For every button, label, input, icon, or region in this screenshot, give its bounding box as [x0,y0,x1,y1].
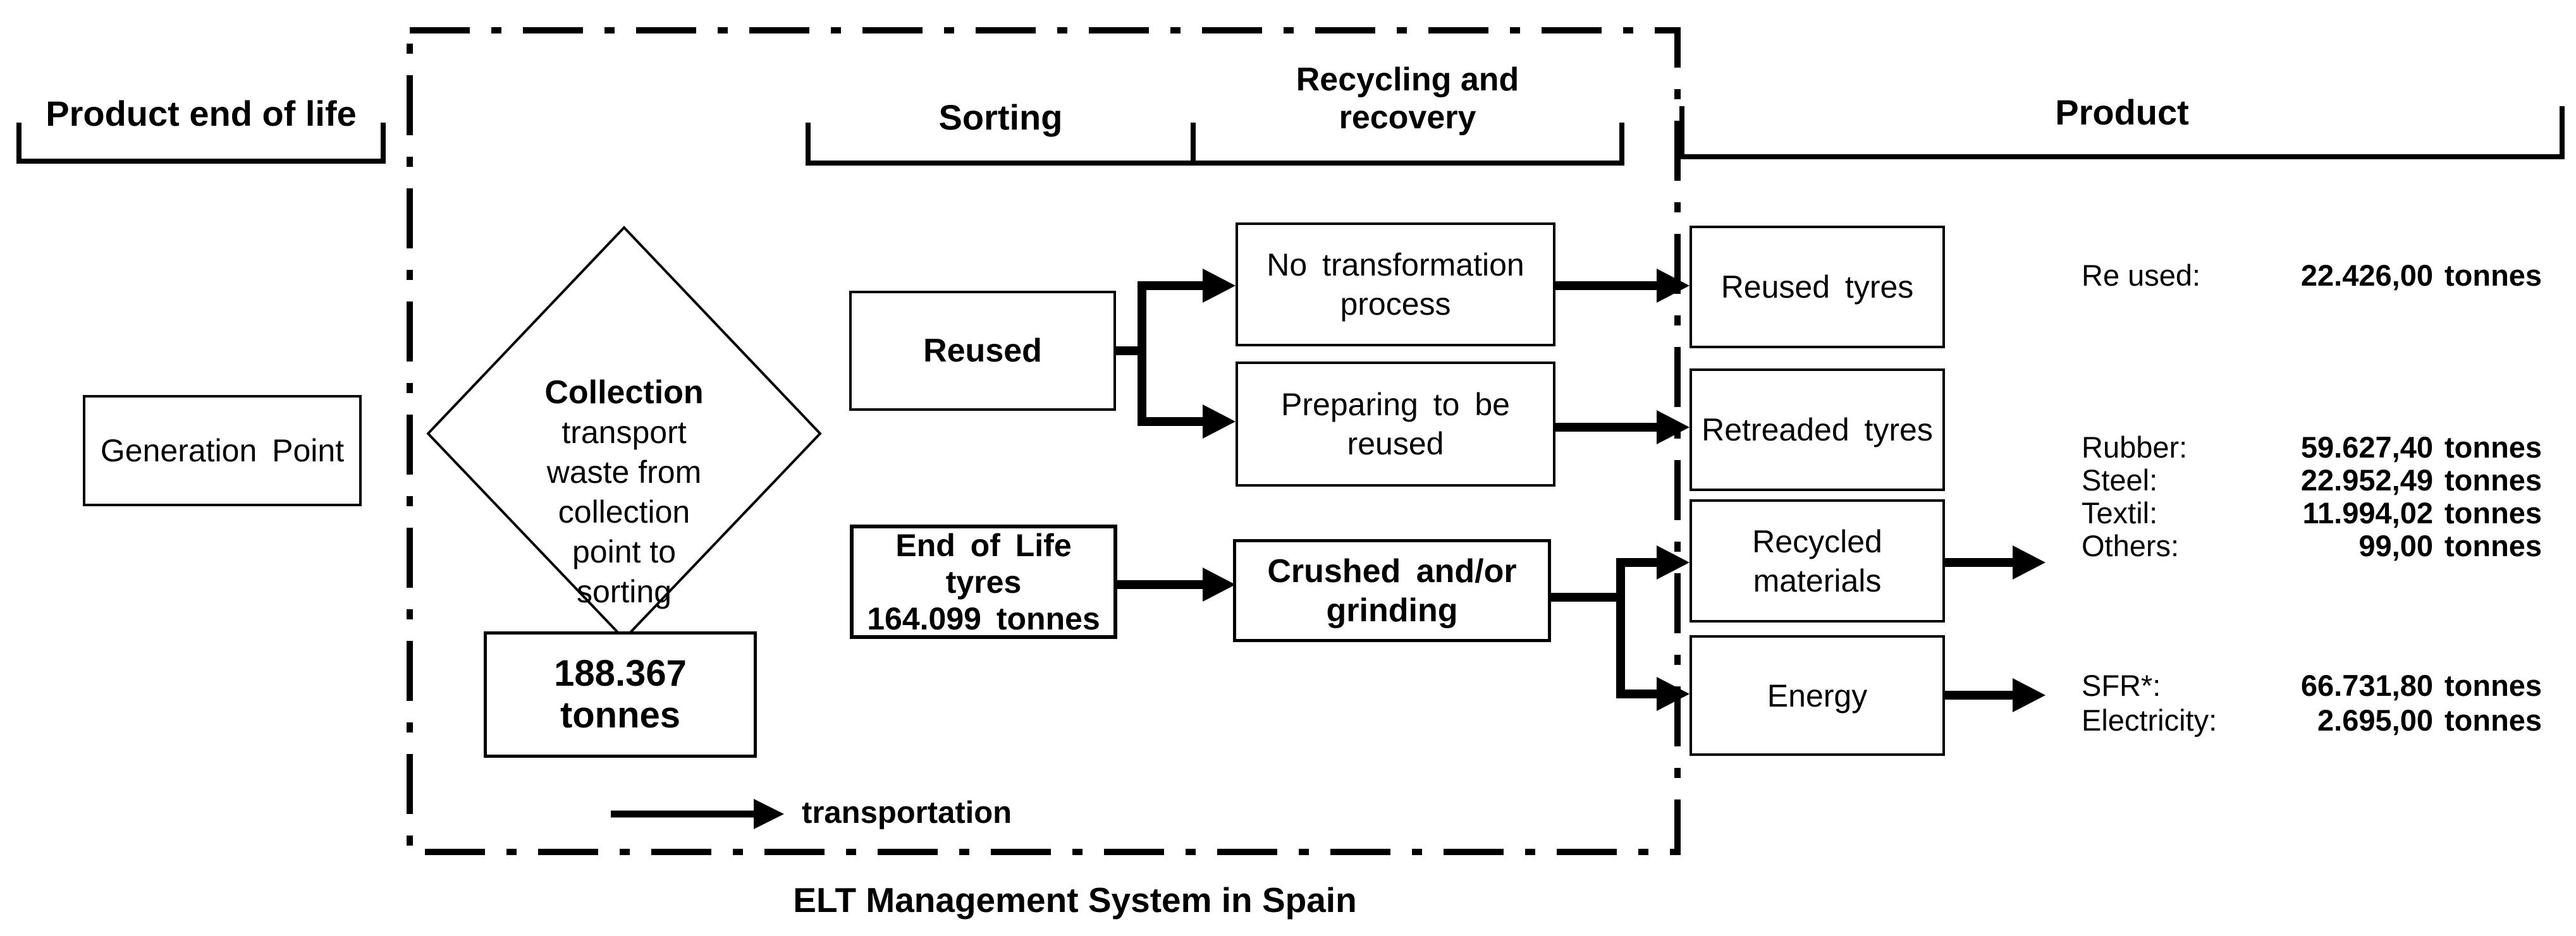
end-of-life-box: End of Life tyres 164.099 tonnes [850,525,1117,639]
preparing-line2: reused [1347,426,1444,461]
bracket-sorting-recycling [806,123,1624,166]
header-sorting: Sorting [938,97,1063,137]
reused-box: Reused [849,291,1116,411]
arrowhead-to-crushed [1203,568,1236,602]
output-value: 2.695,00 [2317,703,2433,737]
collection-total-unit: tonnes [560,695,681,736]
collection-line4: point to [572,534,676,569]
bracket-product-end-of-life [16,123,386,164]
arrowhead-to-reused-tyres [1657,269,1690,303]
collection-total-value: 188.367 [554,653,687,694]
output-label: SFR*: [2082,669,2161,702]
legend-arrowhead [754,799,784,829]
output-unit: tonnes [2444,258,2542,292]
energy-label: Energy [1767,678,1868,714]
no-transformation-box: No transformation process [1236,222,1555,346]
output-unit: tonnes [2444,669,2542,702]
output-row-electricity: Electricity: 2.695,00 tonnes [2082,703,2552,738]
output-unit: tonnes [2444,430,2542,464]
recycled-materials-line1: Recycled [1752,523,1882,559]
end-of-life-line2: tyres [945,564,1022,600]
output-unit: tonnes [2444,463,2542,497]
output-row-re-used: Re used: 22.426,00 tonnes [2082,258,2552,293]
collection-total-box: 188.367 tonnes [484,631,757,758]
collection-diamond-text: Collection transport waste from collecti… [466,373,782,612]
generation-point-label: Generation Point [100,433,345,468]
arrowhead-to-retreaded-tyres [1657,410,1690,444]
output-row-textil: Textil: 11.994,02 tonnes [2082,495,2552,531]
system-boundary-dashed-box [407,27,1681,855]
output-label: Electricity: [2082,703,2217,737]
recycled-materials-line2: materials [1753,562,1882,599]
crushed-line2: grinding [1326,592,1458,629]
output-value: 66.731,80 [2300,669,2433,702]
reused-tyres-box: Reused tyres [1690,226,1945,348]
retreaded-tyres-box: Retreaded tyres [1690,368,1945,491]
output-row-sfr: SFR*: 66.731,80 tonnes [2082,668,2552,703]
collection-line2: waste from [546,454,702,490]
flow-branch-crushed [1551,558,1657,698]
reused-tyres-label: Reused tyres [1720,269,1914,305]
arrowhead-to-energy [1657,677,1690,711]
output-value: 11.994,02 [2302,496,2434,530]
output-label: Steel: [2082,463,2158,497]
output-label: Textil: [2082,496,2158,530]
arrowhead-recycled-outputs [2013,545,2045,580]
header-recycling-recovery: Recycling and recovery [1193,61,1622,137]
no-transformation-line1: No transformation [1267,247,1524,283]
output-value: 99,00 [2358,529,2433,562]
collection-line5: sorting [576,574,672,609]
header-product-end-of-life: Product end of life [46,94,357,133]
output-row-others: Others: 99,00 tonnes [2082,528,2552,564]
reused-label: Reused [923,332,1042,369]
crushed-line1: Crushed and/or [1267,552,1517,590]
output-value: 59.627,40 [2300,430,2433,464]
output-label: Re used: [2082,258,2201,292]
arrowhead-to-recycled-materials [1657,545,1690,580]
diagram-caption: ELT Management System in Spain [793,880,1357,920]
end-of-life-line1: End of Life [895,527,1072,563]
output-label: Rubber: [2082,430,2188,464]
output-value: 22.426,00 [2300,258,2433,292]
no-transformation-line2: process [1340,286,1451,322]
flow-branch-reused [1116,281,1203,426]
collection-title: Collection [544,374,704,411]
retreaded-tyres-label: Retreaded tyres [1702,412,1933,447]
output-row-steel: Steel: 22.952,49 tonnes [2082,463,2552,498]
generation-point-box: Generation Point [83,395,362,506]
collection-line1: transport [561,415,687,450]
crushed-box: Crushed and/or grinding [1233,539,1551,642]
collection-line3: collection [558,494,690,530]
arrowhead-energy-outputs [2013,678,2045,712]
output-unit: tonnes [2444,496,2542,530]
legend-transportation-label: transportation [802,796,1012,830]
output-unit: tonnes [2444,529,2542,562]
header-product: Product [2055,92,2189,132]
arrowhead-to-no-transformation [1203,269,1236,303]
output-row-rubber: Rubber: 59.627,40 tonnes [2082,430,2552,465]
bracket-product [1679,106,2565,159]
arrowhead-to-preparing [1203,404,1236,439]
output-value: 22.952,49 [2300,463,2433,497]
end-of-life-line3: 164.099 tonnes [867,600,1100,636]
energy-box: Energy [1690,635,1945,756]
output-label: Others: [2082,529,2180,562]
header-recycling-line2: recovery [1339,99,1476,136]
preparing-box: Preparing to be reused [1236,362,1555,487]
preparing-line1: Preparing to be [1281,387,1510,422]
output-unit: tonnes [2444,703,2542,737]
recycled-materials-box: Recycled materials [1690,499,1945,623]
header-recycling-line1: Recycling and [1296,61,1519,98]
